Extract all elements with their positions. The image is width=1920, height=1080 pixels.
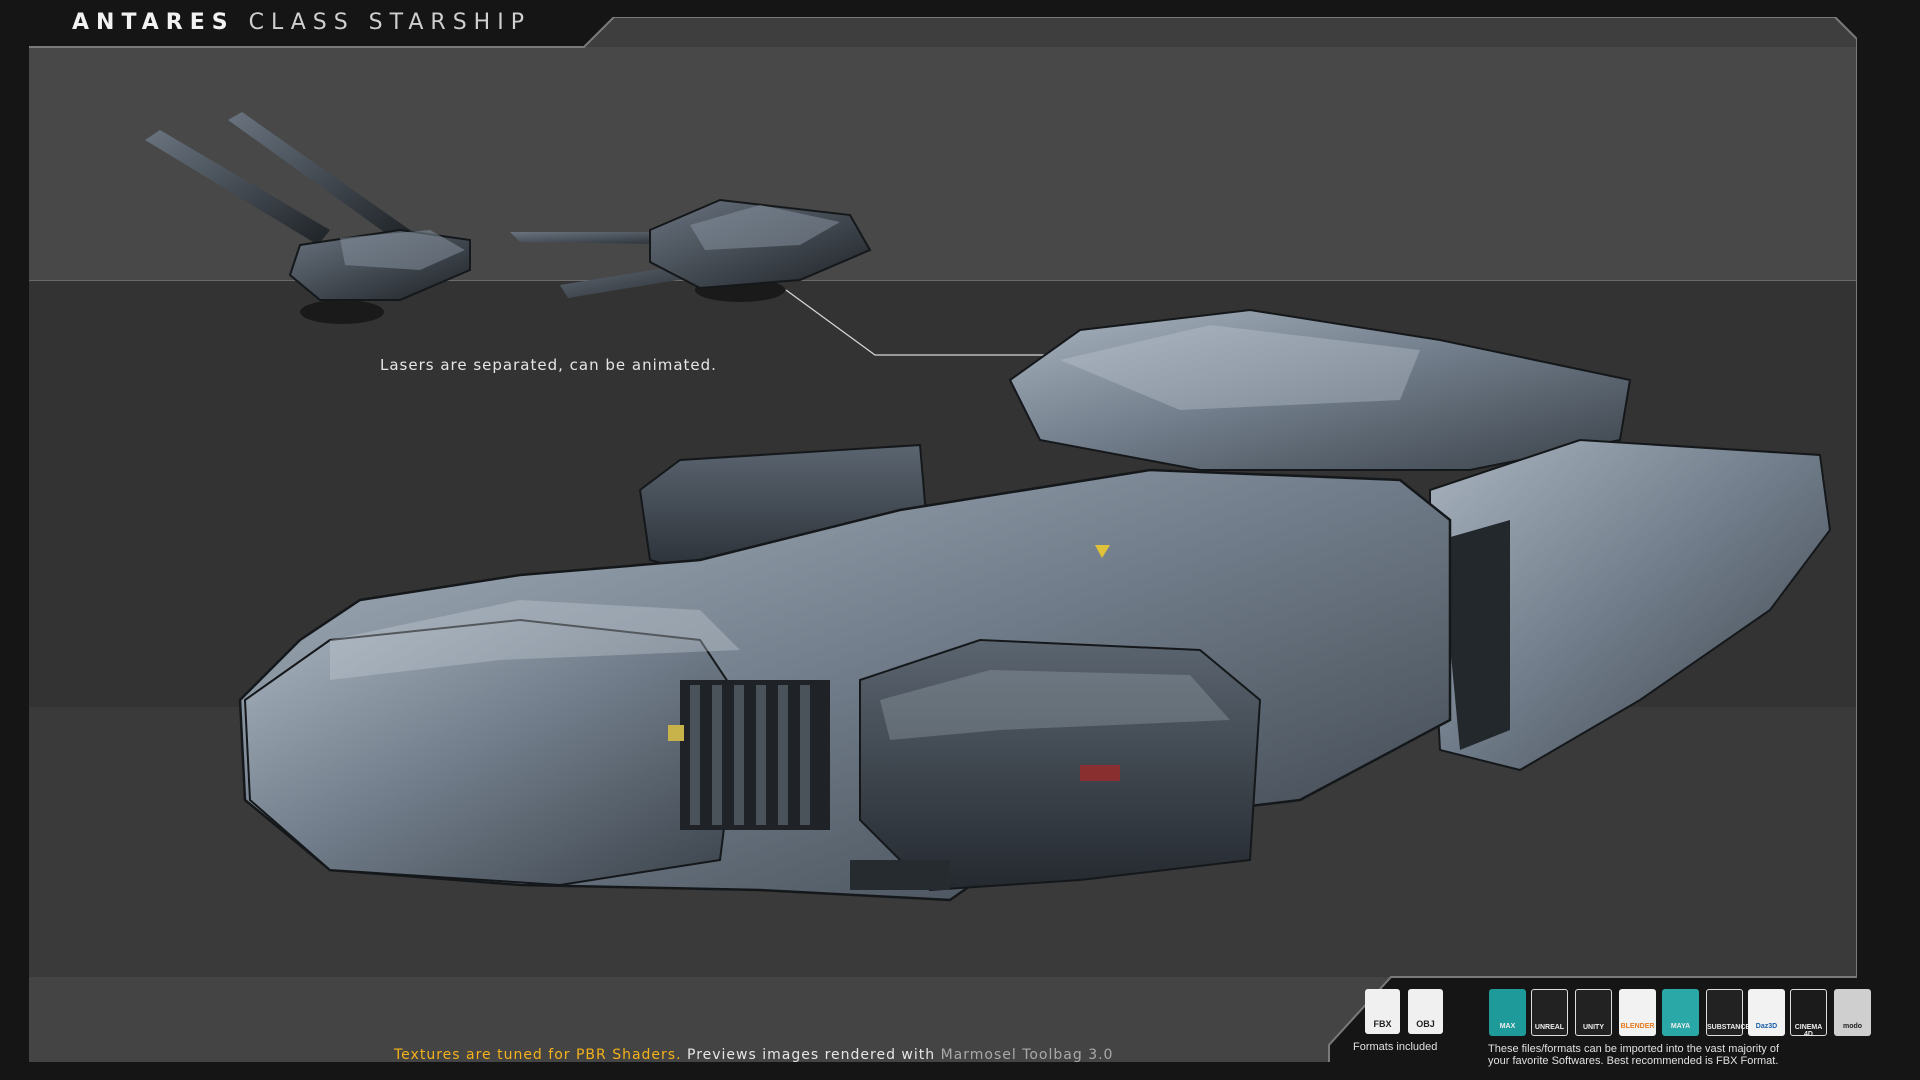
starship-render	[238, 308, 1832, 902]
page-title: ANTARES CLASS STARSHIP	[72, 10, 531, 35]
software-note-line2: your favorite Softwares. Best recommende…	[1488, 1055, 1779, 1067]
formats-label: Formats included	[1353, 1041, 1438, 1053]
unreal-engine-icon: UNREAL	[1531, 989, 1568, 1036]
laser-turret-2	[510, 198, 1065, 356]
blender-icon: BLENDER	[1619, 989, 1656, 1036]
unity-icon: UNITY	[1575, 989, 1612, 1036]
footer-note-renderer: Marmosel Toolbag 3.0	[940, 1047, 1114, 1063]
footer-note-renderer-intro: Previews images rendered with	[681, 1047, 941, 1063]
title-bold: ANTARES	[72, 10, 235, 35]
maya-icon: MAYA	[1662, 989, 1699, 1036]
software-note: These files/formats can be imported into…	[1488, 1043, 1888, 1067]
title-light: CLASS STARSHIP	[248, 10, 531, 35]
footer-note: Textures are tuned for PBR Shaders. Prev…	[394, 1047, 1113, 1063]
lasers-caption: Lasers are separated, can be animated.	[380, 356, 717, 374]
daz3d-icon: Daz3D	[1748, 989, 1785, 1036]
modo-icon: modo	[1834, 989, 1871, 1036]
3ds-max-icon: MAX	[1489, 989, 1526, 1036]
footer-note-pbr: Textures are tuned for PBR Shaders.	[394, 1047, 682, 1063]
substance-painter-icon: SUBSTANCE	[1706, 989, 1750, 1036]
fbx-format-icon: FBX	[1365, 989, 1400, 1034]
cinema4d-icon: CINEMA 4D	[1790, 989, 1827, 1038]
software-note-line1: These files/formats can be imported into…	[1488, 1043, 1780, 1055]
hull-vent-grille	[680, 680, 830, 830]
obj-format-icon: OBJ	[1408, 989, 1443, 1034]
laser-turret-1	[145, 112, 471, 324]
